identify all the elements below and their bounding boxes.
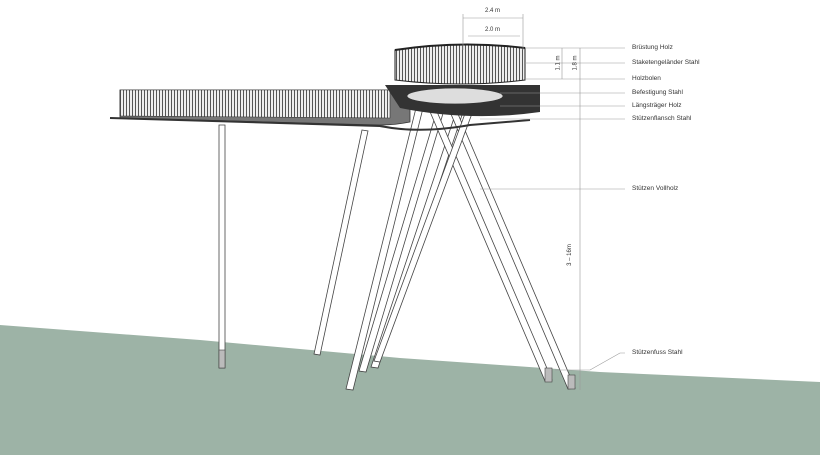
- leader-lines: [462, 14, 625, 390]
- label-stuetzenflansch: Stützenflansch Stahl: [632, 115, 692, 122]
- label-stuetzenfuss: Stützenfuss Stahl: [632, 349, 683, 356]
- dim-column-height: 3 – 16m: [566, 244, 573, 266]
- column: [424, 99, 553, 382]
- dim-railing-height: 1.1 m: [555, 55, 562, 71]
- column: [444, 99, 576, 390]
- ground: [0, 325, 820, 455]
- label-stuetzen: Stützen Vollholz: [632, 185, 679, 192]
- column: [218, 124, 226, 369]
- column: [313, 129, 369, 356]
- label-staketengelaender: Staketengeländer Stahl: [632, 59, 700, 66]
- walkway: [109, 89, 531, 131]
- label-befestigung: Befestigung Stahl: [632, 89, 683, 96]
- dim-outer-width: 2.4 m: [485, 8, 501, 14]
- column-feet: [218, 349, 576, 390]
- label-bruestung: Brüstung Holz: [632, 44, 673, 51]
- column: [358, 99, 448, 373]
- label-holzbolen: Holzbolen: [632, 75, 661, 82]
- columns: [218, 99, 576, 391]
- label-laengstraeger: Längsträger Holz: [632, 102, 682, 109]
- dim-inner-width: 2.0 m: [485, 27, 501, 33]
- dim-total-height: 1.8 m: [572, 55, 579, 71]
- platform: [385, 43, 540, 117]
